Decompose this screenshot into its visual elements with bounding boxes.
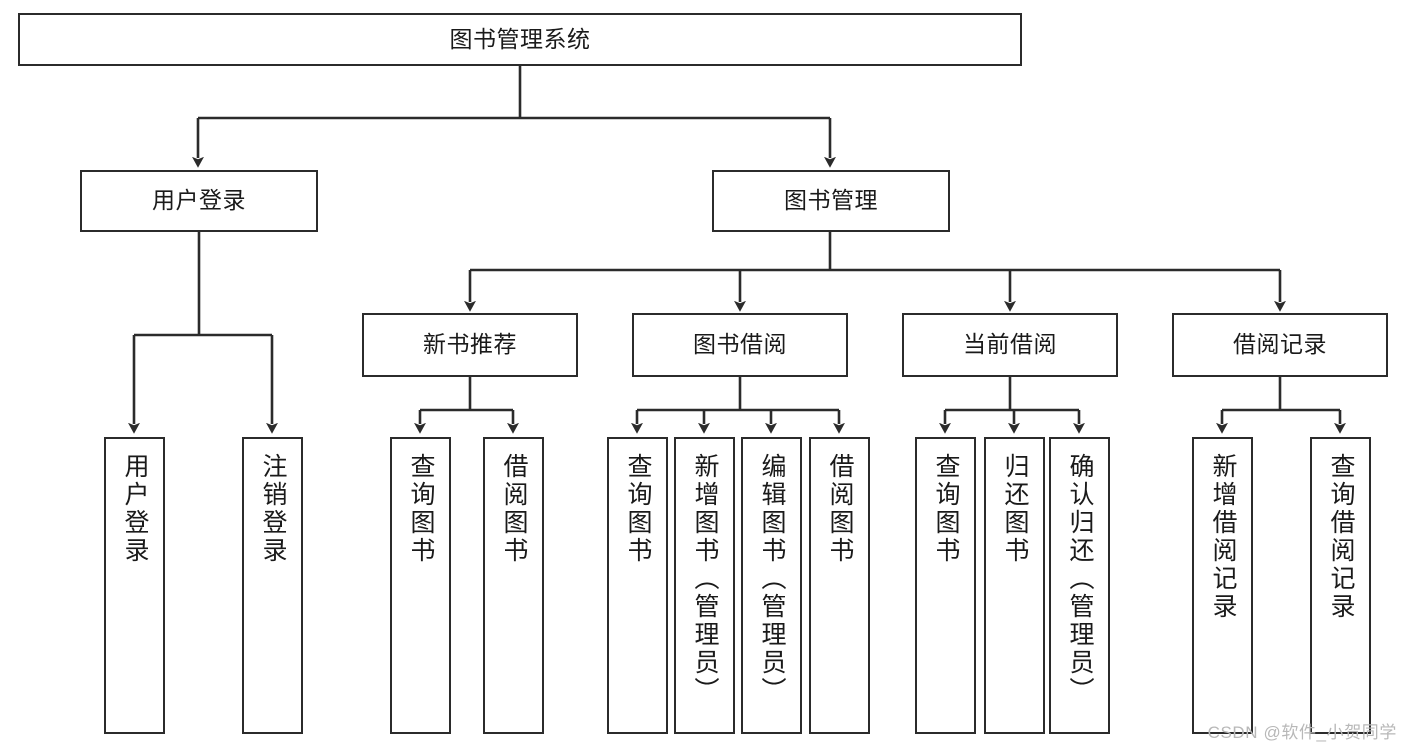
- node-label: 新书推荐: [423, 331, 517, 358]
- node-book-borrow[interactable]: 图书借阅: [632, 313, 848, 377]
- node-label: 新增图书（管理员）: [691, 453, 719, 705]
- node-label: 用户登录: [121, 453, 149, 565]
- node-leaf-borrow-book[interactable]: 借阅图书: [809, 437, 870, 734]
- node-leaf-query-book-borrow[interactable]: 查询图书: [607, 437, 668, 734]
- node-root-book-management-system[interactable]: 图书管理系统: [18, 13, 1022, 66]
- node-current-borrow[interactable]: 当前借阅: [902, 313, 1118, 377]
- node-label: 借阅记录: [1233, 331, 1327, 358]
- node-label: 查询图书: [407, 453, 435, 565]
- node-label: 图书管理系统: [449, 25, 591, 52]
- node-label: 注销登录: [259, 453, 287, 565]
- node-leaf-confirm-return-admin[interactable]: 确认归还（管理员）: [1049, 437, 1110, 734]
- node-label: 新增借阅记录: [1209, 453, 1237, 621]
- node-label: 当前借阅: [963, 331, 1057, 358]
- node-new-book-recommend[interactable]: 新书推荐: [362, 313, 578, 377]
- node-borrow-record[interactable]: 借阅记录: [1172, 313, 1388, 377]
- node-label: 归还图书: [1001, 453, 1029, 565]
- node-label: 编辑图书（管理员）: [758, 453, 786, 705]
- node-leaf-user-login[interactable]: 用户登录: [104, 437, 165, 734]
- node-book-management[interactable]: 图书管理: [712, 170, 950, 232]
- node-leaf-add-borrow-record[interactable]: 新增借阅记录: [1192, 437, 1253, 734]
- node-leaf-query-book-recommend[interactable]: 查询图书: [390, 437, 451, 734]
- node-leaf-logout-login[interactable]: 注销登录: [242, 437, 303, 734]
- node-leaf-edit-book-admin[interactable]: 编辑图书（管理员）: [741, 437, 802, 734]
- node-label: 图书管理: [784, 187, 878, 214]
- node-label: 用户登录: [152, 187, 246, 214]
- node-label: 查询借阅记录: [1327, 453, 1355, 621]
- node-leaf-borrow-book-recommend[interactable]: 借阅图书: [483, 437, 544, 734]
- node-leaf-query-book-current[interactable]: 查询图书: [915, 437, 976, 734]
- node-label: 借阅图书: [826, 453, 854, 565]
- node-leaf-query-borrow-record[interactable]: 查询借阅记录: [1310, 437, 1371, 734]
- node-leaf-return-book[interactable]: 归还图书: [984, 437, 1045, 734]
- node-label: 图书借阅: [693, 331, 787, 358]
- node-user-login[interactable]: 用户登录: [80, 170, 318, 232]
- node-label: 查询图书: [624, 453, 652, 565]
- csdn-watermark: CSDN @软件_小贺同学: [1207, 723, 1397, 742]
- node-label: 确认归还（管理员）: [1066, 453, 1094, 705]
- node-label: 查询图书: [932, 453, 960, 565]
- node-label: 借阅图书: [500, 453, 528, 565]
- node-leaf-add-book-admin[interactable]: 新增图书（管理员）: [674, 437, 735, 734]
